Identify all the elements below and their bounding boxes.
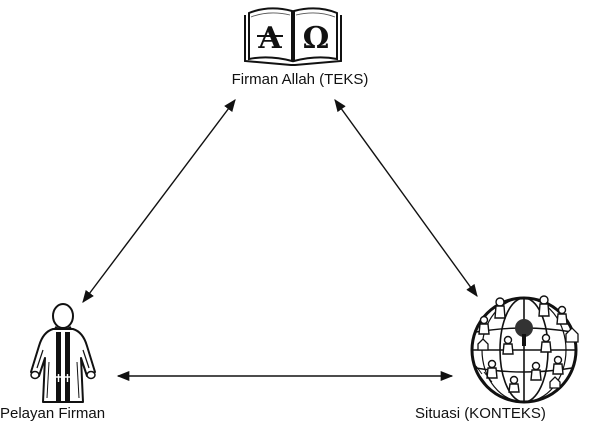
- arrow-text-to-context: [334, 98, 478, 298]
- alpha-glyph: A: [257, 21, 282, 56]
- omega-glyph: Ω: [303, 21, 330, 56]
- arrow-text-to-preacher: [82, 98, 236, 304]
- globe-with-people-icon: [462, 288, 586, 406]
- preacher-figure-icon: [25, 302, 101, 406]
- node-label-text: Situasi (KONTEKS): [415, 405, 546, 422]
- node-label-text: Pelayan Firman: [0, 405, 106, 422]
- open-book-icon: A Ω: [241, 3, 345, 67]
- node-label-text: Firman Allah (TEKS): [231, 71, 369, 88]
